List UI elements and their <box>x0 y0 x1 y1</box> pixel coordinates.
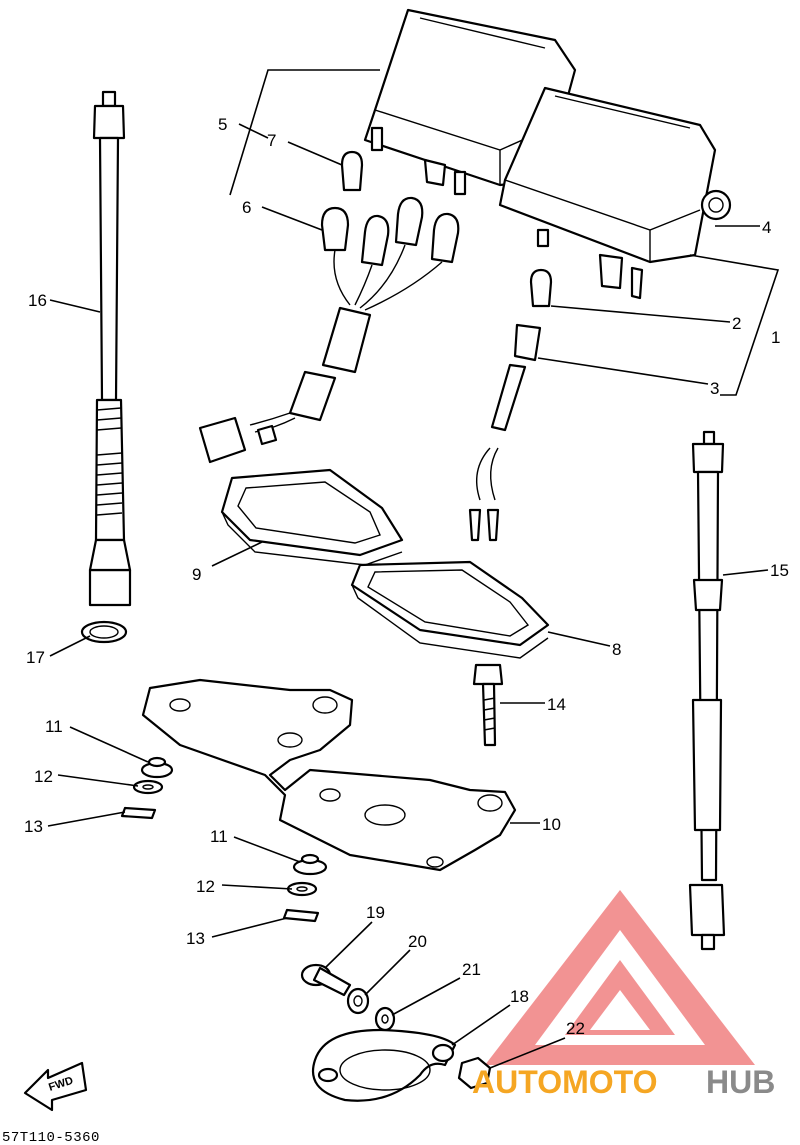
cable-16 <box>88 90 132 607</box>
callout-6: 6 <box>242 198 251 217</box>
gasket-8 <box>350 560 550 659</box>
callout-1: 1 <box>771 328 780 347</box>
socket-3 <box>468 323 542 542</box>
callout-5: 5 <box>218 115 227 134</box>
callout-13a: 13 <box>24 817 43 836</box>
bracket-10 <box>141 678 517 872</box>
wire-harness <box>198 196 460 464</box>
callout-12b: 12 <box>196 877 215 896</box>
bolt-19 <box>300 963 352 997</box>
callout-17: 17 <box>26 648 45 667</box>
callout-11a: 11 <box>45 717 63 736</box>
cable-15 <box>688 430 726 951</box>
callout-2: 2 <box>732 314 741 333</box>
callout-12a: 12 <box>34 767 53 786</box>
washer-20 <box>346 987 370 1015</box>
washer-21 <box>374 1006 396 1032</box>
watermark-brand-b: HUB <box>706 1064 775 1100</box>
callout-labels: 5 7 6 4 2 1 3 16 15 9 8 17 14 11 12 13 1… <box>24 115 789 1038</box>
callout-15: 15 <box>770 561 789 580</box>
callout-10: 10 <box>542 815 561 834</box>
pin-13b <box>282 908 320 923</box>
watermark-text: AUTOMOTO HUB <box>472 1064 775 1100</box>
callout-4: 4 <box>762 218 771 237</box>
washer-12b <box>286 881 318 897</box>
callout-14: 14 <box>547 695 566 714</box>
callout-8: 8 <box>612 640 621 659</box>
callout-7: 7 <box>267 131 276 150</box>
callout-22: 22 <box>566 1019 585 1038</box>
callout-19: 19 <box>366 903 385 922</box>
tachometer-unit <box>498 86 732 300</box>
watermark-logo <box>485 890 755 1065</box>
fwd-arrow: FWD <box>23 1061 88 1112</box>
callout-3: 3 <box>710 379 719 398</box>
clamp-18 <box>311 1028 457 1102</box>
callout-20: 20 <box>408 932 427 951</box>
nut-22 <box>457 1056 492 1090</box>
callout-9: 9 <box>192 565 201 584</box>
callout-13b: 13 <box>186 929 205 948</box>
grommet-11b <box>292 853 328 876</box>
washer-12a <box>132 779 164 795</box>
callout-21: 21 <box>462 960 481 979</box>
gasket-9 <box>220 468 404 566</box>
ring-17 <box>80 620 128 644</box>
bulb-7 <box>340 150 364 192</box>
grommet-11a <box>140 756 174 779</box>
bolt-14 <box>472 663 504 747</box>
leader-lines <box>47 69 780 1069</box>
diagram-code: 57T110-5360 <box>2 1130 100 1145</box>
callout-18: 18 <box>510 987 529 1006</box>
bulb-2 <box>529 268 553 308</box>
callout-16: 16 <box>28 291 47 310</box>
pin-13a <box>120 806 157 820</box>
callout-11b: 11 <box>210 827 228 846</box>
watermark-brand-a: AUTOMOTO <box>472 1064 657 1100</box>
